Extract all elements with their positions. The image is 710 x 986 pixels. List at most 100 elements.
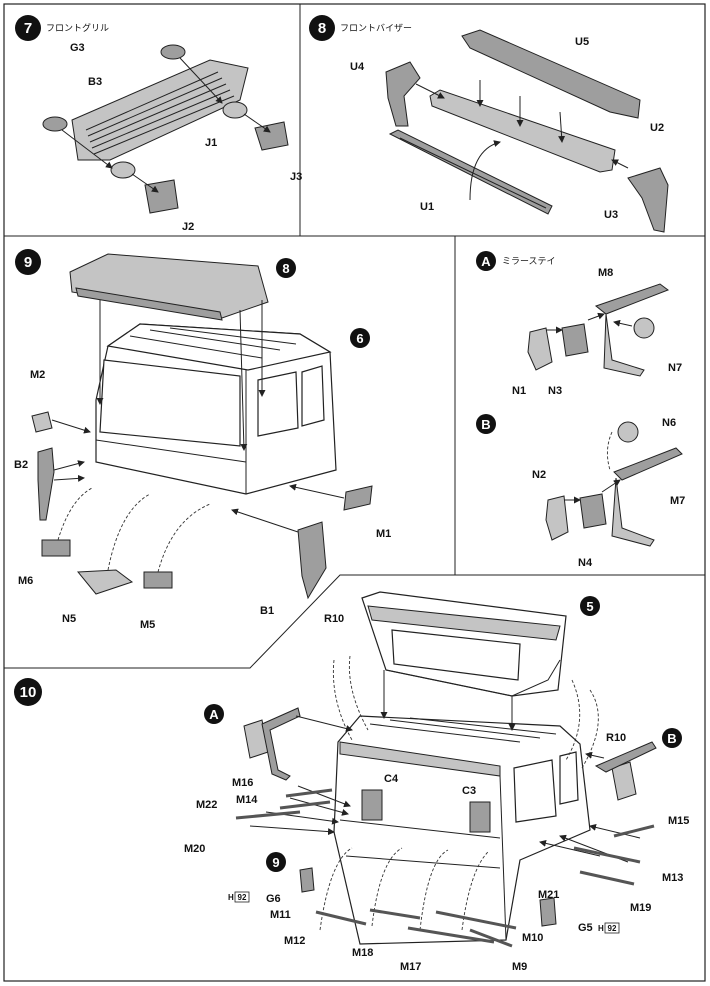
callout-9: 9 [266,852,286,872]
strip-m19 [579,870,635,886]
label-n7: N7 [668,362,682,374]
svg-text:H: H [598,924,604,933]
bracket-u4 [385,61,421,127]
label-n6: N6 [662,417,676,429]
label-c4: C4 [384,773,399,785]
panel-frames [3,3,706,982]
label-m5: M5 [140,619,155,631]
label-m8: M8 [598,267,613,279]
label-m16: M16 [232,777,253,789]
part-m5 [143,571,173,589]
mirror-n6 [617,421,639,443]
lamp-j1-left [110,161,136,179]
housing-j3 [254,121,289,151]
label-m22: M22 [196,799,217,811]
part-m6 [41,539,71,557]
label-m10: M10 [522,932,543,944]
housing-j2 [144,179,179,214]
substep-letter-b: B [476,414,496,434]
label-n2: N2 [532,469,546,481]
mirror-right [611,761,637,801]
label-g3: G3 [70,42,85,54]
mirror-n3 [561,323,589,357]
label-r10-left: R10 [324,613,344,625]
label-g6: G6 [266,893,281,905]
part-b1 [297,521,327,600]
callout-8: 8 [276,258,296,278]
strip-m10 [435,910,517,930]
svg-text:6: 6 [356,331,363,346]
strip-m12 [315,910,367,926]
step-8-title: フロントバイザー [340,23,412,34]
part-g6 [299,867,315,893]
label-n1: N1 [512,385,526,397]
label-m6: M6 [18,575,33,587]
visor-panel-u2 [429,89,616,173]
svg-text:10: 10 [20,684,37,701]
label-m17: M17 [400,961,421,973]
lens-g3-left [42,116,68,132]
mirror-n7 [633,317,655,339]
callout-6: 6 [350,328,370,348]
label-n5: N5 [62,613,76,625]
part-m2 [31,411,53,433]
label-j3: J3 [290,171,302,183]
part-n5 [76,569,134,595]
grille-part-b3 [71,59,249,161]
mirror-n4 [579,493,607,529]
label-m12: M12 [284,935,305,947]
label-n3: N3 [548,385,562,397]
step-8: 8 フロントバイザー U4 U5 U2 U1 U3 [309,15,669,233]
callout-a: A [204,704,224,724]
step-number-10: 10 [14,678,42,706]
visor-frame-u5 [461,29,641,119]
strip-m13 [573,846,641,864]
strip-m15 [613,824,655,838]
label-m7: M7 [670,495,685,507]
part-c3 [469,801,491,833]
label-n4: N4 [578,557,593,569]
visor-assembly [69,253,269,319]
label-j2: J2 [182,221,194,233]
callout-5: 5 [580,596,600,616]
label-u1: U1 [420,201,434,213]
substep-b: B N6 M7 N2 N4 [476,414,685,569]
bracket-u3 [627,167,669,233]
svg-text:8: 8 [318,20,326,37]
label-u4: U4 [350,61,365,73]
label-u2: U2 [650,122,664,134]
step-7-title: フロントグリル [46,22,109,34]
part-g5 [539,897,557,927]
svg-text:A: A [481,254,491,269]
substep-a: A ミラーステイ M8 N7 N1 N3 [476,251,682,397]
callout-b: B [662,728,682,748]
label-m18: M18 [352,947,373,959]
label-g5: G5 [578,922,593,934]
label-b1: B1 [260,605,274,617]
mirror-stay-m7 [613,447,683,481]
substep-a-title: ミラーステイ [502,256,556,267]
step-number-9: 9 [15,249,41,275]
label-m19: M19 [630,902,651,914]
label-m1: M1 [376,528,391,540]
svg-text:H: H [228,893,234,902]
strip-m18 [369,908,421,920]
step-10: 10 [14,591,689,973]
svg-text:92: 92 [608,924,617,933]
lamp-j1-right [222,101,248,119]
color-ref-g6: H 92 [228,891,250,903]
label-m21: M21 [538,889,559,901]
mirror-stay-m8 [594,283,670,315]
label-u5: U5 [575,36,589,48]
label-m20: M20 [184,843,205,855]
svg-text:7: 7 [24,20,32,37]
substep-letter-a: A [476,251,496,271]
mirror-n2 [545,495,569,541]
step-number-7: 7 [15,15,41,41]
label-m13: M13 [662,872,683,884]
svg-text:B: B [481,417,490,432]
step-9: 9 [14,249,391,631]
label-u3: U3 [604,209,618,221]
